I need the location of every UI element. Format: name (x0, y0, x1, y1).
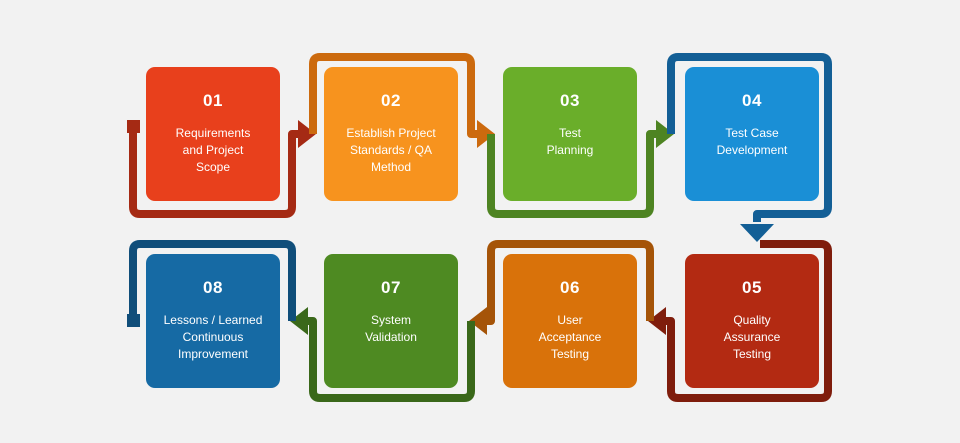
arrow-into-08 (290, 307, 308, 335)
step-02-box: 02 Establish Project Standards / QA Meth… (324, 67, 458, 201)
step-number: 03 (560, 91, 580, 110)
step-08-box: 08 Lessons / Learned Continuous Improvem… (146, 254, 280, 388)
step-01-box: 01 Requirements and Project Scope (146, 67, 280, 201)
step-label: Test Planning (546, 126, 594, 157)
step-03-box: 03 Test Planning (503, 67, 637, 201)
step-number: 05 (742, 278, 762, 297)
step-label: Quality Assurance Testing (723, 313, 781, 361)
step-number: 06 (560, 278, 580, 297)
connector-01 (129, 130, 300, 218)
step-06-box: 06 User Acceptance Testing (503, 254, 637, 388)
step-number: 01 (203, 91, 223, 110)
arrow-into-03 (477, 120, 495, 148)
end-square-08 (127, 314, 140, 327)
connector-08 (129, 240, 296, 321)
step-number: 07 (381, 278, 401, 297)
connector-07 (306, 317, 475, 402)
connector-03 (487, 130, 658, 218)
arrow-into-02 (298, 120, 316, 148)
step-05-box: 05 Quality Assurance Testing (685, 254, 819, 388)
arrow-into-04 (656, 120, 674, 148)
step-number: 04 (742, 91, 762, 110)
arrow-into-06 (648, 307, 666, 335)
arrow-into-05 (740, 224, 774, 242)
connector-04 (667, 53, 832, 222)
step-label: User Acceptance Testing (538, 313, 602, 361)
step-label: Establish Project Standards / QA Method (346, 126, 436, 174)
arrow-into-07 (469, 307, 487, 335)
step-07-box: 07 System Validation (324, 254, 458, 388)
step-number: 08 (203, 278, 223, 297)
connector-06 (485, 240, 654, 325)
step-label: Requirements and Project Scope (175, 126, 251, 174)
step-label: System Validation (365, 313, 417, 344)
connector-02 (309, 53, 479, 138)
start-square-01 (127, 120, 140, 133)
step-label: Test Case Development (716, 126, 788, 157)
connector-05 (664, 240, 832, 402)
step-04-box: 04 Test Case Development (685, 67, 819, 201)
step-label: Lessons / Learned Continuous Improvement (163, 313, 263, 361)
step-number: 02 (381, 91, 401, 110)
